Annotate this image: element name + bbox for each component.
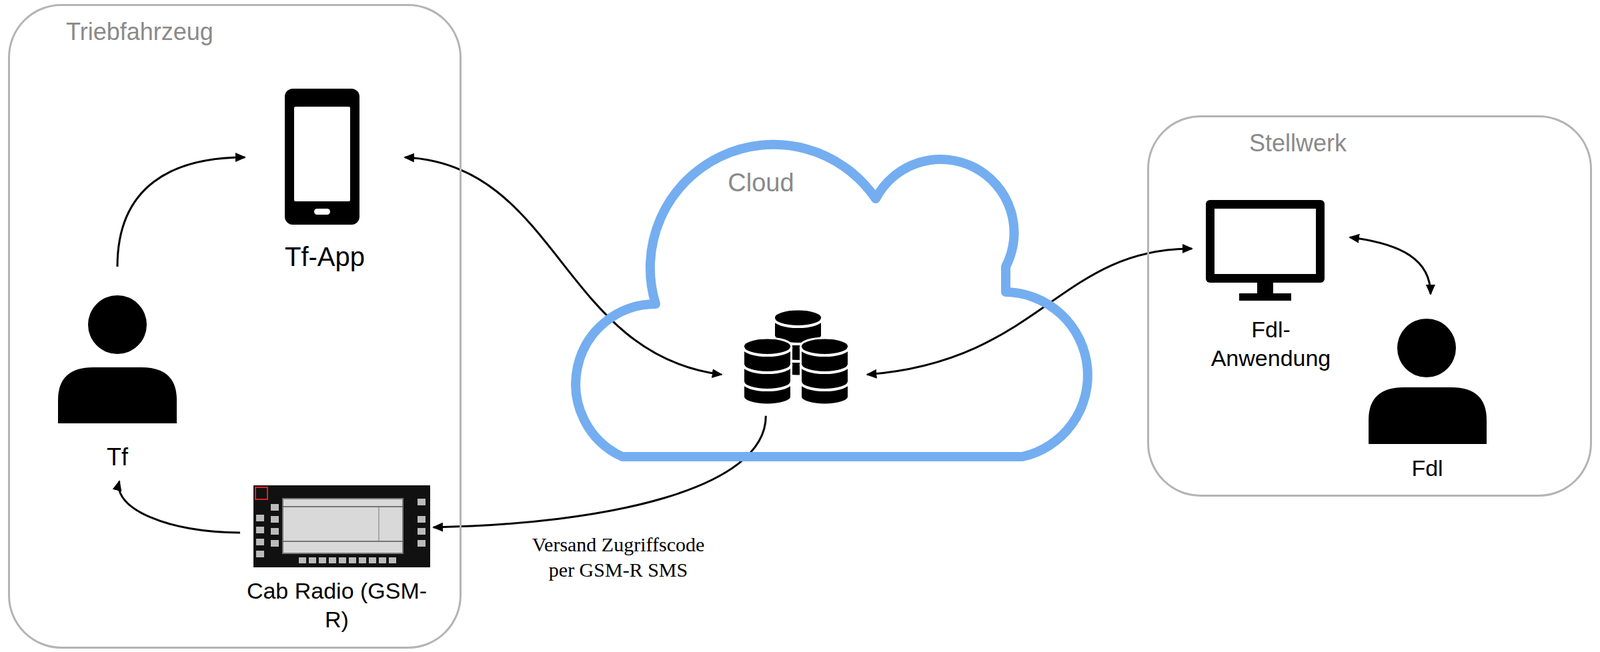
radio-node: Cab Radio (GSM-R) [240, 481, 434, 639]
node-label: Tf-App [244, 240, 405, 274]
node-label: Cab Radio (GSM-R) [240, 576, 434, 634]
phone-icon [284, 88, 360, 225]
person-icon [1368, 318, 1487, 445]
group-title: Cloud [727, 167, 794, 200]
person-node: Fdl [1363, 294, 1491, 485]
cloud-outline [538, 92, 1088, 462]
connector-arrow [433, 416, 766, 528]
app-node: Fdl- Anwendung [1191, 197, 1350, 377]
edge-label: Versand Zugriffscode per GSM-R SMS [518, 532, 719, 583]
connector-arrow [117, 157, 245, 267]
person-node: Tf [60, 266, 175, 482]
cloud-shape: Cloud [538, 92, 1088, 462]
cab-radio-icon [253, 485, 431, 568]
app-node: Tf-App [244, 85, 405, 274]
group-title: Stellwerk [1249, 128, 1347, 159]
node-label: Tf [60, 442, 175, 473]
connector-arrow [118, 481, 241, 533]
monitor-icon [1205, 200, 1325, 301]
node-label: Fdl- Anwendung [1191, 315, 1350, 373]
person-icon [58, 295, 177, 424]
interlocking-group: StellwerkFdl- AnwendungFdl [1147, 115, 1592, 497]
connector-arrow [867, 248, 1192, 375]
connector-arrow [1349, 237, 1431, 295]
vehicle-group: TriebfahrzeugTf-AppTfCab Radio (GSM-R) [8, 4, 462, 649]
database-icon [743, 309, 850, 405]
node-label: Fdl [1363, 454, 1491, 483]
group-title: Triebfahrzeug [66, 16, 214, 47]
